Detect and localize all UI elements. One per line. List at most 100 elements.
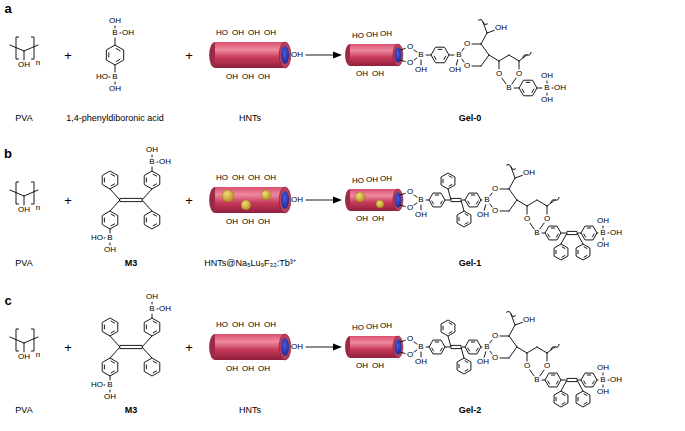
benzene-ring xyxy=(519,80,537,96)
bond-line xyxy=(115,38,116,45)
aromatic-bond xyxy=(459,364,460,367)
bond-line xyxy=(414,50,417,52)
nanotube-body xyxy=(215,187,285,213)
bond-line xyxy=(462,48,464,51)
arrow-head xyxy=(333,52,342,59)
aromatic-bond xyxy=(111,321,114,323)
aromatic-bond xyxy=(471,342,474,343)
atom-label: OH xyxy=(597,241,609,249)
bond-line xyxy=(500,358,509,359)
aromatic-bond xyxy=(153,331,156,333)
double-bond xyxy=(120,345,142,346)
plus-sign: + xyxy=(185,194,193,207)
nanotube-rim xyxy=(279,334,291,360)
atom-label: OH xyxy=(610,376,622,384)
double-bond xyxy=(451,345,461,346)
compound-name: M3 xyxy=(125,406,138,415)
aromatic-bond xyxy=(116,49,120,51)
benzene-ring xyxy=(576,244,590,260)
bond-line xyxy=(490,340,492,343)
atom-label: O xyxy=(524,362,530,370)
aromatic-bond xyxy=(444,56,446,59)
atom-label: OH xyxy=(366,31,378,39)
bond-line xyxy=(115,26,116,28)
chain-break xyxy=(522,51,532,59)
aromatic-bond xyxy=(584,402,587,404)
aromatic-bond xyxy=(111,184,114,186)
chain-break xyxy=(550,343,560,351)
atom-label: O xyxy=(407,59,413,67)
bond-line xyxy=(547,81,548,83)
bond-line xyxy=(142,336,152,347)
aromatic-bond xyxy=(587,228,590,229)
reaction-arrow xyxy=(306,55,334,56)
atom-label: n xyxy=(36,351,40,359)
aromatic-bond xyxy=(153,321,156,323)
bond-line xyxy=(10,45,24,51)
double-bond xyxy=(567,234,577,235)
nanoparticle xyxy=(241,200,251,210)
plus-sign: + xyxy=(64,341,72,354)
aromatic-bond xyxy=(459,217,460,220)
aromatic-bond xyxy=(584,381,586,384)
atom-label: OH xyxy=(380,175,392,183)
atom-label: OH xyxy=(18,61,30,69)
bond-line xyxy=(152,167,153,171)
atom-label: O xyxy=(492,354,498,362)
bond-line xyxy=(10,337,24,343)
bond-line xyxy=(500,336,509,337)
atom-label: OH xyxy=(109,17,121,25)
bond-line xyxy=(509,189,517,200)
bond-line xyxy=(157,309,158,310)
compound-name: HNTs@Na₅Lu₉F₃₂:Tb³⁺ xyxy=(204,259,296,268)
bond-line xyxy=(110,229,111,233)
bond-line xyxy=(561,233,567,244)
bond-line xyxy=(490,351,492,354)
aromatic-bond xyxy=(522,89,524,92)
bond-line xyxy=(120,33,121,34)
atom-label: B xyxy=(544,84,549,92)
benzene-ring xyxy=(457,358,471,374)
aromatic-bond xyxy=(556,234,558,237)
benzene-ring xyxy=(102,211,118,229)
aromatic-bond xyxy=(104,218,105,222)
bond-line xyxy=(515,322,522,325)
benzene-ring xyxy=(429,340,445,354)
bond-line xyxy=(448,336,451,347)
benzene-ring xyxy=(144,318,160,336)
bond-line xyxy=(537,347,547,353)
repeat-bracket xyxy=(16,37,19,59)
aromatic-bond xyxy=(476,201,478,204)
aromatic-bond xyxy=(562,247,565,249)
aromatic-bond xyxy=(584,394,587,396)
bond-line xyxy=(527,206,528,214)
aromatic-bond xyxy=(548,234,550,237)
atom-label: HO xyxy=(216,321,228,329)
aromatic-bond xyxy=(111,174,114,176)
atom-label: OH xyxy=(356,362,368,370)
plus-sign: + xyxy=(64,49,72,62)
bond-line xyxy=(490,193,492,196)
aromatic-bond xyxy=(146,365,147,369)
double-bond xyxy=(567,378,577,379)
aromatic-bond xyxy=(526,82,530,83)
atom-label: OH xyxy=(495,24,507,32)
atom-label: OH xyxy=(248,174,260,182)
atom-label: B xyxy=(418,51,423,59)
bond-line xyxy=(542,380,545,381)
bond-line xyxy=(481,44,489,55)
benzene-ring xyxy=(102,318,118,336)
aromatic-bond xyxy=(471,195,474,196)
bond-line xyxy=(490,204,492,207)
aromatic-bond xyxy=(562,394,565,396)
atom-label: O xyxy=(492,332,498,340)
atom-label: B xyxy=(112,29,117,37)
bond-line xyxy=(509,178,515,189)
nanotube-body xyxy=(350,189,398,211)
aromatic-bond xyxy=(153,174,156,176)
benzene-ring xyxy=(465,340,481,354)
atom-label: HO xyxy=(216,29,228,37)
bond-line xyxy=(400,60,405,62)
bond-line xyxy=(530,223,534,229)
atom-label: O xyxy=(516,70,522,78)
